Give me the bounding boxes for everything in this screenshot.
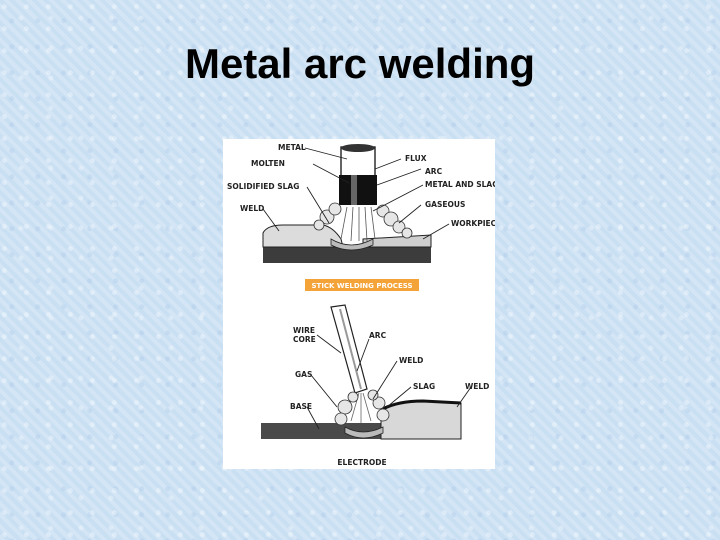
label-electrode: ELECTRODE: [337, 458, 386, 467]
weld-bead-right: [380, 400, 462, 440]
label-metal: METAL: [278, 143, 306, 152]
flux-coating: [339, 175, 377, 205]
label-workpiece: WORKPIECE: [451, 219, 495, 228]
electrode-wire: [330, 304, 368, 394]
welding-figure: METAL MOLTEN SOLIDIFIED SLAG WELD FLUX A…: [223, 139, 495, 469]
label-wire-line-1: WIRE: [293, 326, 315, 335]
label-solidified-slag: SOLIDIFIED SLAG: [227, 182, 299, 191]
label-weld-right: WELD: [465, 382, 489, 391]
label-molten: MOLTEN: [251, 159, 285, 168]
gas-welding-diagram: WIRE CORE ARC WELD GAS SLAG WELD BASE EL…: [261, 304, 489, 467]
molten-pool-bottom: [344, 426, 384, 439]
slide-title: Metal arc welding: [184, 40, 536, 87]
label-slag: SLAG: [413, 382, 435, 391]
caption-text: STICK WELDING PROCESS: [312, 282, 413, 290]
molten-pool: [330, 238, 374, 251]
label-arc-bottom: ARC: [369, 331, 387, 340]
workpiece-base: [263, 247, 431, 263]
label-metal-and-slag: METAL AND SLAG: [425, 180, 495, 189]
label-weld: WELD: [240, 204, 264, 213]
label-gaseous: GASEOUS: [425, 200, 465, 209]
arc-streaks: [340, 206, 376, 242]
gas-cloud-bottom: [334, 389, 390, 426]
label-arc: ARC: [425, 167, 443, 176]
wire-core-line: [339, 308, 362, 390]
stick-welding-diagram: METAL MOLTEN SOLIDIFIED SLAG WELD FLUX A…: [227, 143, 495, 263]
label-core-line-2: CORE: [293, 335, 316, 344]
slag-layer: [382, 399, 462, 411]
gas-cloud: [313, 202, 413, 239]
flux-core-stripe: [351, 175, 357, 205]
label-gas: GAS: [295, 370, 312, 379]
welding-diagram-svg: METAL MOLTEN SOLIDIFIED SLAG WELD FLUX A…: [227, 143, 495, 467]
caption-box: [305, 279, 419, 291]
label-base: BASE: [290, 402, 312, 411]
label-weld-bottom: WELD: [399, 356, 423, 365]
electrode-top: [341, 144, 375, 152]
label-flux: FLUX: [405, 154, 427, 163]
label-wire-core: WIRE CORE: [293, 326, 318, 344]
